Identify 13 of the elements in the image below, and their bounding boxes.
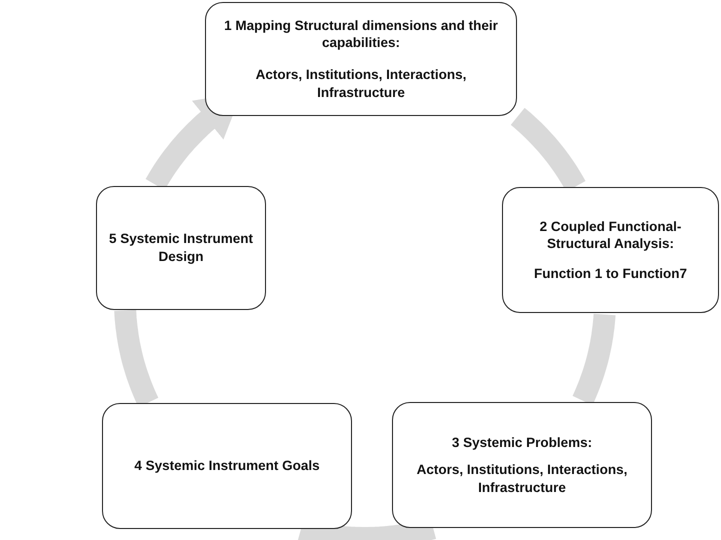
step-detail: Actors, Institutions, Interactions, Infrastructure (254, 66, 468, 102)
step-detail: Actors, Institutions, Interactions, Infrastructure (416, 461, 628, 496)
step-title: 4 Systemic Instrument Goals (134, 457, 320, 475)
step-detail: Function 1 to Function7 (534, 264, 687, 282)
step-box (102, 403, 352, 529)
step-box (502, 187, 719, 313)
step-box (392, 402, 652, 528)
step-title: 2 Coupled Functional-Structural Analysis: (538, 218, 682, 253)
step-box (96, 186, 266, 310)
step-title: 5 Systemic Instrument Design (108, 230, 254, 266)
step-title: 3 Systemic Problems: (452, 434, 592, 452)
step-box (205, 2, 517, 116)
step-title: 1 Mapping Structural dimensions and their capabilities: (223, 16, 499, 52)
